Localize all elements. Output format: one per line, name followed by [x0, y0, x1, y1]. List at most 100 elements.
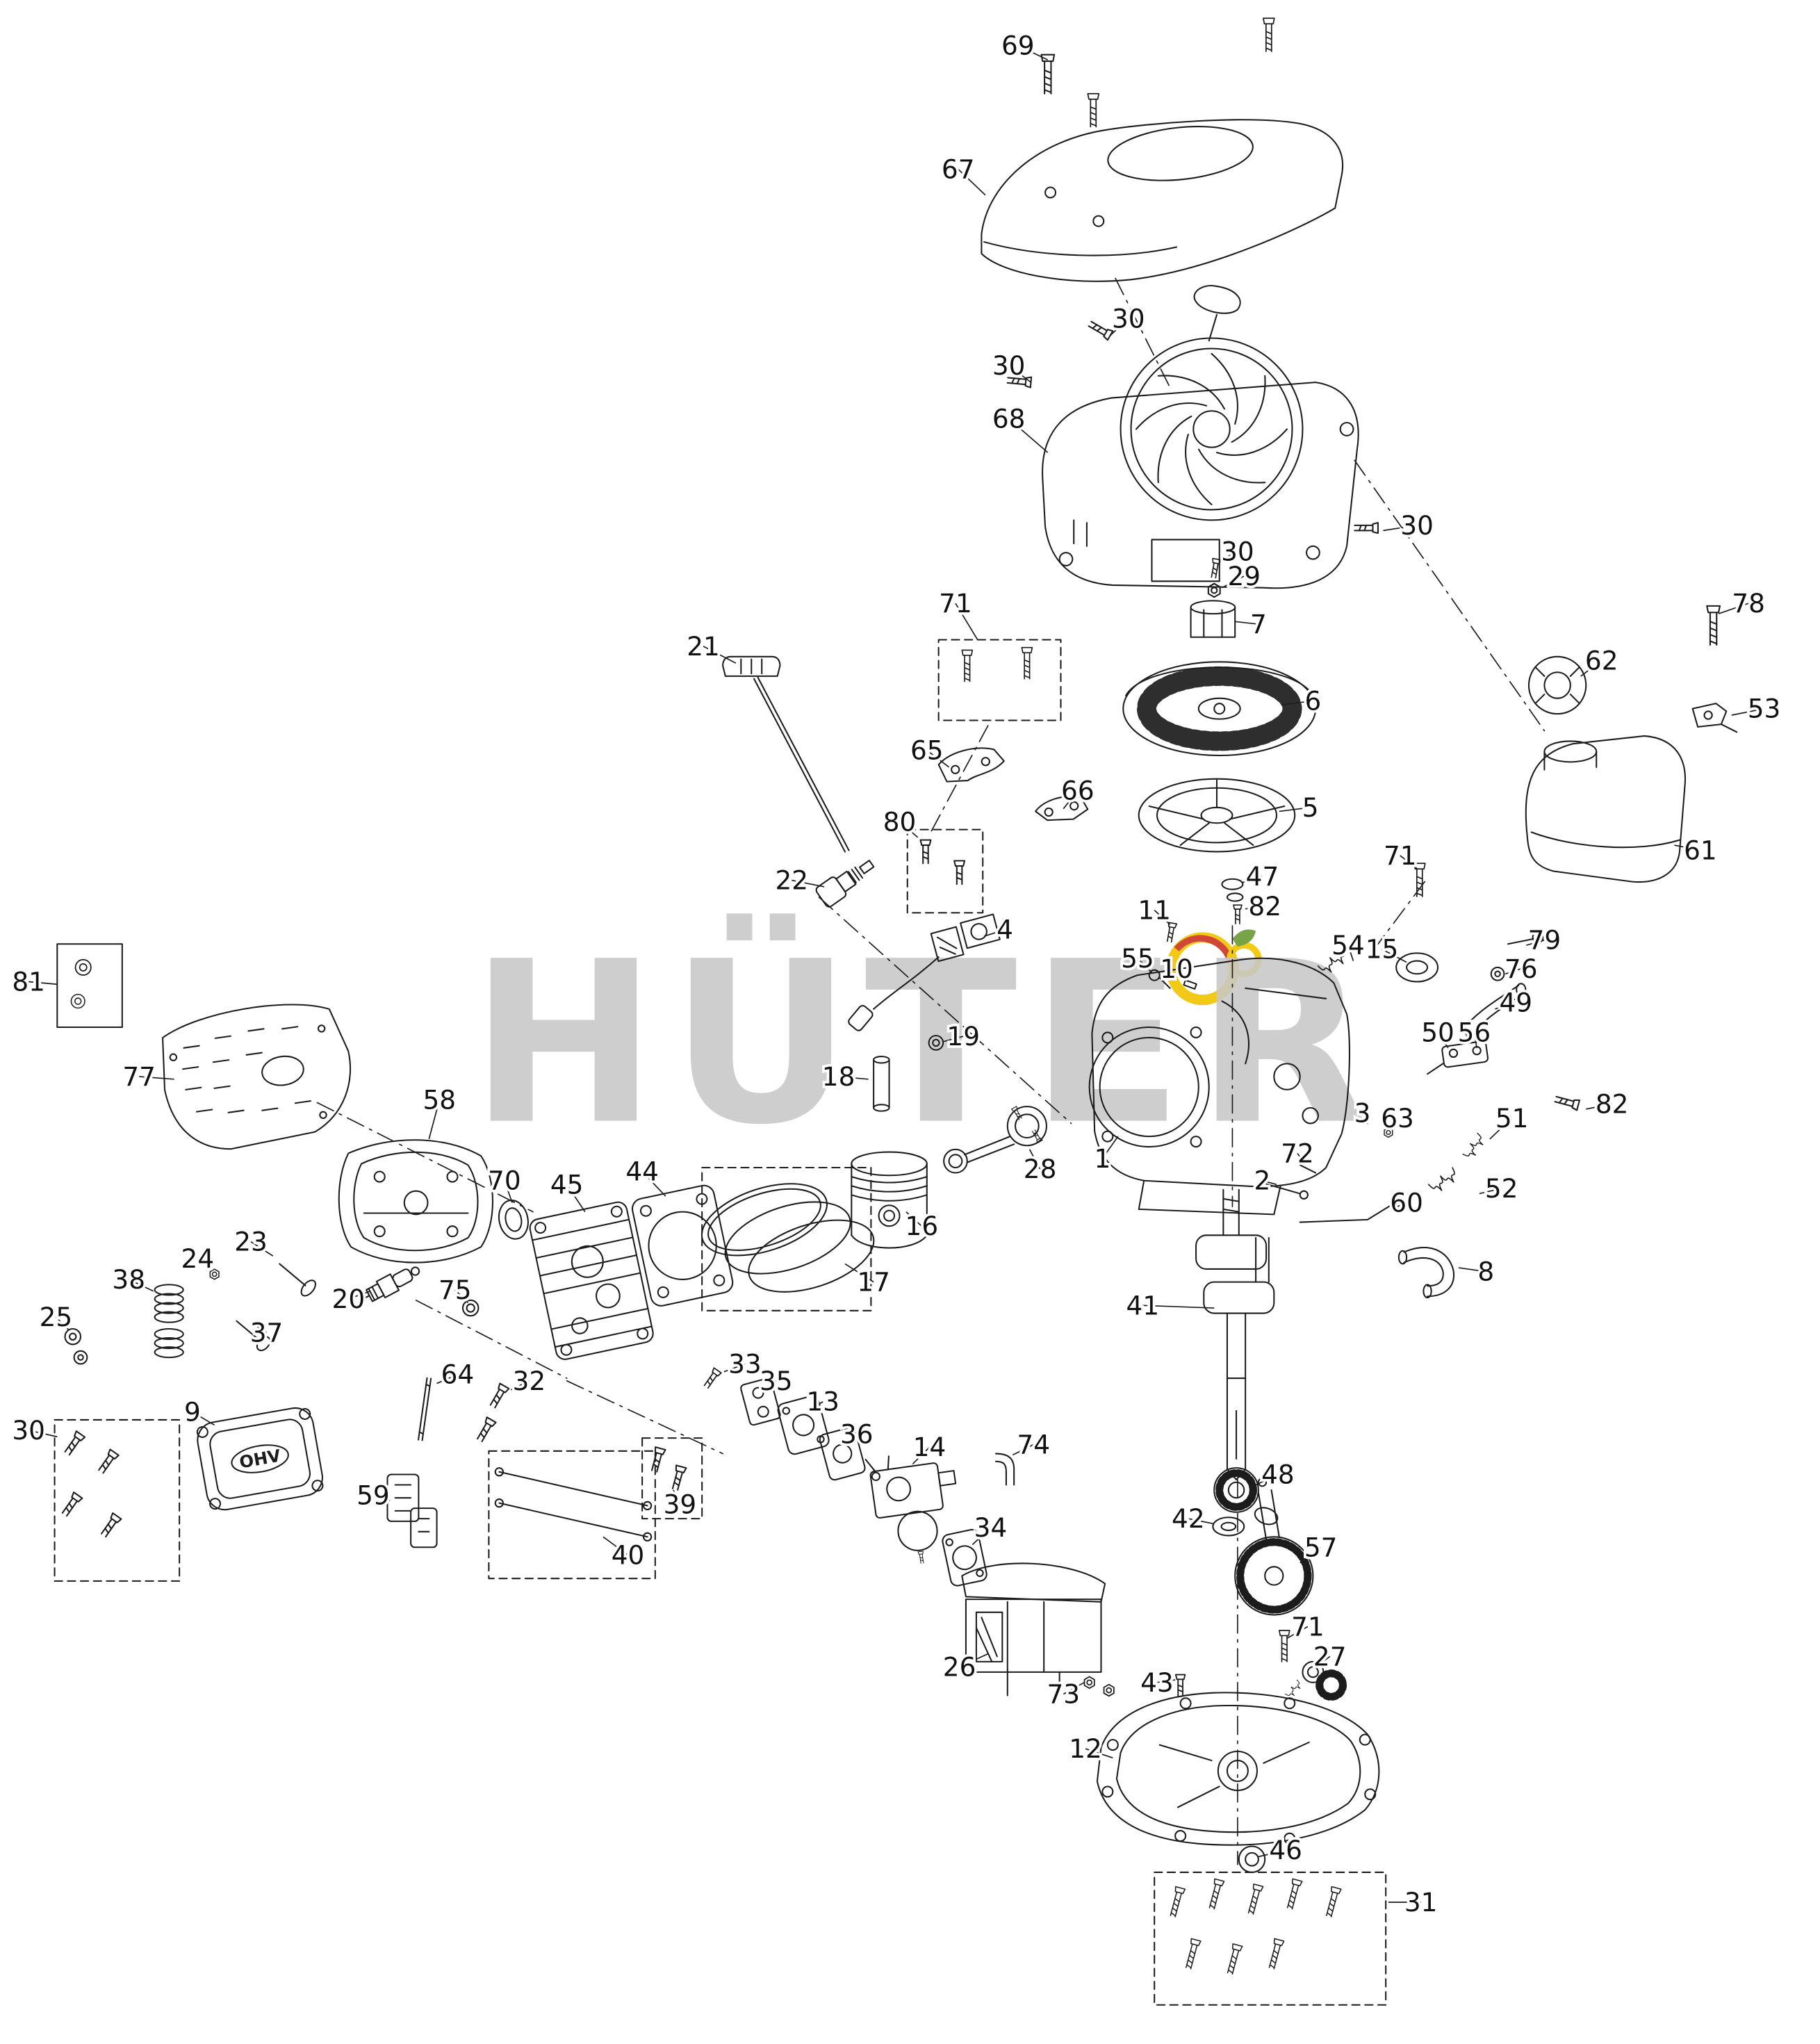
leader-line-77 — [139, 1076, 174, 1080]
part-73-nuts — [1083, 1676, 1115, 1697]
part-43-bolt — [1174, 1674, 1186, 1696]
part-9-valve-cover: OHV — [196, 1407, 324, 1511]
part-label-42: 42 — [1172, 1503, 1205, 1534]
leader-line-54 — [1347, 945, 1354, 961]
leader-line-42 — [1188, 1518, 1215, 1525]
leader-line-27 — [1315, 1655, 1331, 1668]
part-6-flywheel-fan — [1122, 661, 1317, 757]
part-label-16: 16 — [905, 1211, 939, 1241]
part-label-17: 17 — [857, 1267, 890, 1298]
part-label-20: 20 — [332, 1284, 366, 1314]
part-label-38: 38 — [112, 1264, 145, 1295]
part-69-cover-bolts — [1040, 17, 1275, 128]
part-label-5: 5 — [1302, 792, 1319, 823]
part-70-exhaust-gasket — [498, 1200, 529, 1240]
part-17-piston-rings — [700, 1166, 875, 1311]
leader-line-22 — [792, 879, 825, 888]
part-20-spark-plug — [359, 1266, 420, 1302]
part-label-30: 30 — [992, 350, 1026, 381]
part-label-71: 71 — [1291, 1611, 1325, 1642]
leader-line-41 — [1142, 1305, 1215, 1309]
part-36-carb-gasket — [819, 1426, 866, 1481]
part-label-28: 28 — [1024, 1154, 1057, 1184]
leader-line-4 — [983, 929, 1006, 937]
leader-line-59 — [372, 1494, 391, 1501]
leader-line-19 — [943, 1036, 964, 1043]
part-1-crankcase — [1088, 957, 1350, 1216]
part-77-heat-shield — [162, 1004, 352, 1150]
part-label-10: 10 — [1160, 954, 1193, 984]
part-label-52: 52 — [1485, 1173, 1518, 1204]
part-38-valve-springs — [154, 1284, 184, 1359]
part-8-hose — [1397, 1246, 1455, 1299]
part-label-44: 44 — [625, 1156, 659, 1187]
part-47-washers — [1221, 878, 1244, 902]
leader-line-3 — [1361, 1113, 1368, 1124]
part-label-81: 81 — [12, 967, 45, 997]
leader-line-75 — [454, 1289, 469, 1304]
leader-line-28 — [1028, 1149, 1041, 1170]
leader-line-78 — [1718, 603, 1749, 614]
leader-line-20 — [348, 1290, 371, 1300]
part-60-governor-rod — [1299, 1197, 1416, 1223]
leader-line-50 — [1437, 1031, 1449, 1049]
part-label-57: 57 — [1304, 1532, 1338, 1562]
leader-line-17 — [844, 1263, 874, 1283]
part-label-6: 6 — [1305, 685, 1322, 716]
part-label-40: 40 — [612, 1539, 645, 1570]
leader-line-14 — [912, 1446, 931, 1465]
leader-line-30 — [1220, 550, 1238, 562]
leader-line-69 — [1017, 44, 1049, 60]
part-66-bracket — [1035, 795, 1089, 821]
leader-line-71 — [1400, 855, 1418, 869]
brand-watermark-text: HÜTER — [470, 911, 1381, 1174]
part-label-48: 48 — [1261, 1460, 1295, 1490]
part-label-67: 67 — [942, 154, 975, 184]
part-label-15: 15 — [1366, 934, 1399, 965]
part-label-2: 2 — [1254, 1166, 1271, 1196]
part-label-30: 30 — [12, 1415, 45, 1446]
part-label-49: 49 — [1499, 987, 1532, 1017]
part-51-spring — [1462, 1132, 1487, 1161]
part-label-71: 71 — [939, 588, 972, 619]
part-61-fuel-tank — [1525, 735, 1687, 883]
leader-line-44 — [641, 1171, 666, 1197]
part-label-46: 46 — [1269, 1835, 1302, 1865]
part-22-oil-sensor — [815, 860, 875, 908]
part-label-66: 66 — [1061, 776, 1095, 806]
part-label-27: 27 — [1313, 1641, 1347, 1671]
part-16-piston — [851, 1151, 928, 1249]
part-label-80: 80 — [883, 806, 917, 837]
leader-line-52 — [1479, 1188, 1502, 1195]
part-label-11: 11 — [1138, 895, 1171, 926]
leader-line-34 — [972, 1527, 992, 1546]
part-75-seal — [461, 1299, 479, 1317]
leader-line-9 — [192, 1411, 215, 1426]
leader-line-24 — [197, 1258, 211, 1270]
leader-line-48 — [1255, 1473, 1279, 1486]
part-5-starter-pulley — [1138, 778, 1296, 853]
part-label-37: 37 — [250, 1318, 284, 1348]
part-74-breather-tube — [994, 1453, 1015, 1486]
part-label-30: 30 — [1112, 303, 1145, 334]
part-32-bolts — [474, 1382, 510, 1444]
part-45-cylinder-head — [529, 1201, 654, 1360]
leader-line-70 — [504, 1180, 513, 1203]
part-label-36: 36 — [840, 1419, 874, 1450]
part-label-34: 34 — [974, 1512, 1008, 1543]
part-label-26: 26 — [943, 1651, 976, 1682]
leader-line-53 — [1731, 708, 1764, 716]
leader-line-71 — [1286, 1626, 1309, 1639]
part-58-muffler — [338, 1139, 493, 1264]
assembly-axis-lines — [316, 277, 1546, 1865]
leader-line-5 — [1279, 806, 1311, 812]
part-label-23: 23 — [234, 1227, 268, 1257]
part-label-13: 13 — [806, 1387, 839, 1417]
part-46-washer — [1238, 1845, 1266, 1873]
leader-line-11 — [1154, 909, 1171, 925]
part-82-bolt-right — [1553, 1093, 1581, 1111]
leader-line-60 — [1391, 1202, 1407, 1210]
part-23-valve — [279, 1263, 316, 1297]
leader-line-39 — [673, 1489, 681, 1505]
